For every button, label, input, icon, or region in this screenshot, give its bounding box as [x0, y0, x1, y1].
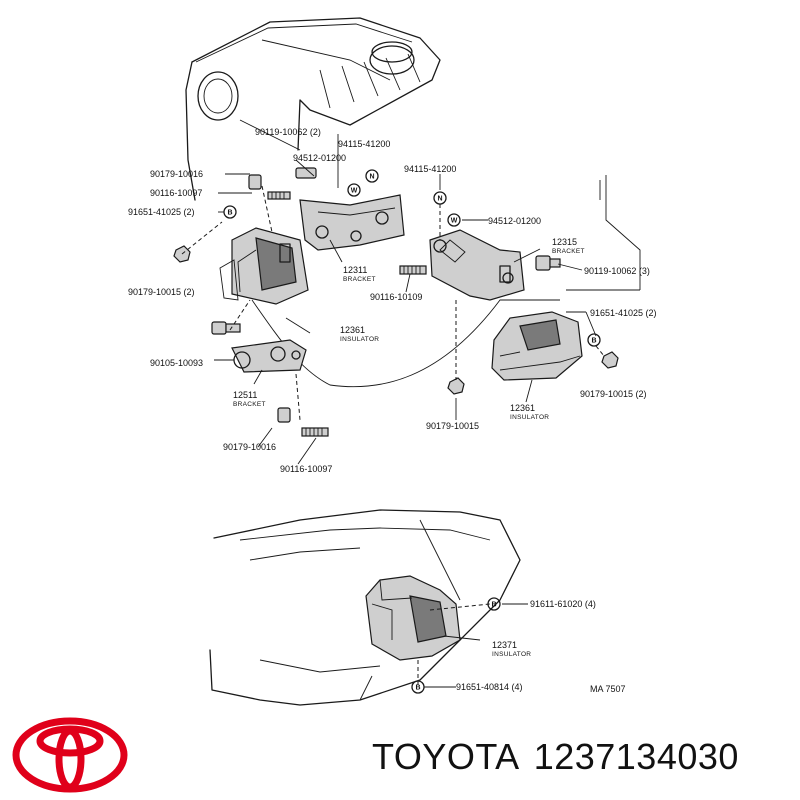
product-title: TOYOTA 1237134030: [372, 736, 753, 778]
diagram-code: MA 7507: [590, 684, 626, 694]
b-marker-icon: B: [411, 680, 425, 694]
part-callout: 91611-61020 (4): [530, 599, 596, 609]
n-marker-icon: N: [433, 191, 447, 205]
part-callout: 90105-10093: [150, 358, 203, 368]
part-callout: 90179-10016: [150, 169, 203, 179]
svg-text:B: B: [227, 210, 232, 217]
stud-icon: [301, 427, 329, 437]
b-marker-icon: B: [223, 205, 237, 219]
part-callout: 90116-10097: [150, 188, 202, 198]
bolt-icon: [295, 167, 317, 179]
part-callout: 12361: [510, 403, 535, 413]
part-callout-sub: BRACKET: [552, 248, 585, 255]
part-labels: 90119-10062 (2) 94115-41200 94512-01200 …: [128, 127, 657, 694]
part-callout: 90116-10109: [370, 292, 422, 302]
leader-lines: [214, 134, 597, 688]
part-callout-sub: BRACKET: [343, 276, 376, 283]
brand-name: TOYOTA: [372, 736, 520, 777]
part-callout: 94512-01200: [488, 216, 541, 226]
part-callout: 91651-41025 (2): [128, 207, 195, 217]
part-callout: 12361: [340, 325, 365, 335]
part-callout: 90116-10097: [280, 464, 332, 474]
nut-icon: [601, 351, 619, 369]
symbol-markers: N W B N W B B B: [223, 169, 601, 694]
part-callout: 90179-10015 (2): [128, 287, 195, 297]
part-callout: 12315: [552, 237, 577, 247]
right-mount-assembly: [399, 204, 619, 395]
bolt-icon: [211, 321, 241, 335]
part-callout: 12311: [343, 265, 367, 275]
part-number: 1237134030: [533, 736, 739, 777]
part-callout: 90179-10015 (2): [580, 389, 647, 399]
part-callout: 90119-10062 (3): [584, 266, 650, 276]
part-callout-sub: INSULATOR: [492, 651, 531, 658]
svg-text:N: N: [369, 174, 374, 181]
part-callout: 12371: [492, 640, 517, 650]
svg-text:B: B: [591, 338, 596, 345]
svg-text:N: N: [437, 196, 442, 203]
w-marker-icon: W: [347, 183, 361, 197]
part-callout: 90179-10015: [426, 421, 479, 431]
svg-text:B: B: [415, 685, 420, 692]
part-callout-sub: BRACKET: [233, 401, 266, 408]
part-callout: 90119-10062 (2): [255, 127, 321, 137]
part-callout: 94115-41200: [404, 164, 456, 174]
part-callout: 94512-01200: [293, 153, 346, 163]
svg-text:W: W: [351, 188, 358, 195]
transmission-assembly: [209, 509, 521, 706]
engine-block-outline: [185, 17, 641, 388]
part-callout: 90179-10016: [223, 442, 276, 452]
left-mount-assembly: [173, 167, 405, 437]
stud-icon: [267, 191, 291, 200]
stud-icon: [399, 265, 427, 275]
b-marker-icon: B: [587, 333, 601, 347]
part-callout-sub: INSULATOR: [510, 414, 549, 421]
part-callout: 12511: [233, 390, 257, 400]
part-callout: 91651-41025 (2): [590, 308, 657, 318]
w-marker-icon: W: [447, 213, 461, 227]
bolt-icon: [248, 174, 262, 190]
toyota-logo-icon: [12, 717, 128, 793]
svg-text:B: B: [491, 602, 496, 609]
part-callout-sub: INSULATOR: [340, 336, 379, 343]
n-marker-icon: N: [365, 169, 379, 183]
svg-text:W: W: [451, 218, 458, 225]
nut-icon: [277, 407, 291, 423]
b-marker-icon: B: [487, 597, 501, 611]
part-callout: 91651-40814 (4): [456, 682, 523, 692]
part-callout: 94115-41200: [338, 139, 390, 149]
nut-icon: [447, 377, 465, 395]
bolt-icon: [535, 255, 561, 271]
